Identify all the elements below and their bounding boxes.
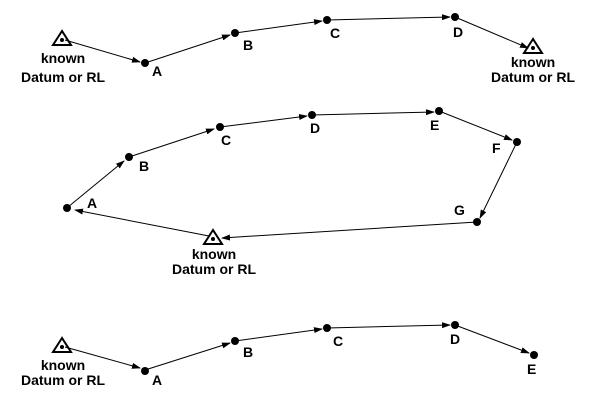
station-label-d: D: [453, 24, 463, 40]
station-point-c: [323, 324, 331, 332]
station-label-d: D: [310, 120, 320, 136]
traverse-leg: [454, 324, 530, 354]
station-label-a: A: [87, 195, 97, 211]
station-point-f: [513, 138, 521, 146]
station-point-g: [473, 218, 481, 226]
traverse-leg: [454, 16, 529, 49]
datum-label-line2: Datum or RL: [491, 69, 575, 85]
traverse-leg: [74, 208, 210, 237]
traverse-leg: [219, 114, 308, 128]
station-point-a: [141, 59, 149, 67]
datum-label-line2: Datum or RL: [21, 372, 105, 388]
known-datum-end-marker: [522, 37, 544, 54]
traverse-leg: [326, 322, 451, 329]
station-point-c: [216, 123, 224, 131]
station-point-d: [451, 13, 459, 21]
traverse-leg: [479, 141, 518, 219]
open-ended-traverse: known Datum or RL A B C D E: [21, 321, 538, 388]
station-label-b: B: [139, 158, 149, 174]
station-point-e: [530, 351, 538, 359]
station-point-d: [308, 111, 316, 119]
traverse-leg: [144, 34, 231, 64]
station-point-a: [141, 367, 149, 375]
station-point-b: [231, 337, 239, 345]
station-label-d: D: [450, 331, 460, 347]
datum-label-line1: known: [192, 246, 236, 262]
datum-label-line1: known: [511, 54, 555, 70]
traverse-leg: [128, 128, 215, 158]
station-label-c: C: [221, 132, 231, 148]
station-label-c: C: [330, 25, 340, 41]
station-label-e: E: [527, 361, 536, 377]
closed-loop-traverse: A B C D E F G known Datum or RL: [63, 107, 521, 277]
known-datum-start-marker: [51, 29, 73, 46]
traverse-leg: [64, 346, 141, 369]
station-label-f: F: [492, 140, 501, 156]
station-point-d: [451, 321, 459, 329]
datum-label-line1: known: [41, 357, 85, 373]
station-label-e: E: [430, 117, 439, 133]
traverse-leg: [144, 342, 231, 371]
station-point-c: [323, 16, 331, 24]
traverse-leg: [326, 14, 451, 21]
datum-label-line1: known: [41, 50, 85, 66]
traverse-leg: [234, 19, 323, 34]
station-label-b: B: [243, 37, 253, 53]
datum-label-line2: Datum or RL: [21, 69, 105, 85]
station-point-b: [125, 153, 133, 161]
station-label-a: A: [152, 63, 162, 79]
open-traverse-two-datums: known Datum or RL known Datum or RL A B …: [21, 13, 575, 85]
station-label-c: C: [333, 333, 343, 349]
station-point-a: [63, 204, 71, 212]
datum-label-line2: Datum or RL: [172, 261, 256, 277]
known-datum-marker: [202, 228, 224, 245]
traverse-leg: [221, 221, 478, 241]
station-label-b: B: [243, 344, 253, 360]
station-point-e: [435, 107, 443, 115]
known-datum-marker: [51, 336, 73, 353]
traverse-leg: [438, 110, 513, 141]
traverse-leg: [64, 39, 141, 63]
station-label-a: A: [152, 372, 162, 388]
station-point-b: [231, 29, 239, 37]
traverse-leg: [311, 109, 435, 116]
traverse-leg: [67, 160, 125, 208]
station-label-g: G: [454, 202, 465, 218]
traverse-leg: [234, 327, 323, 342]
